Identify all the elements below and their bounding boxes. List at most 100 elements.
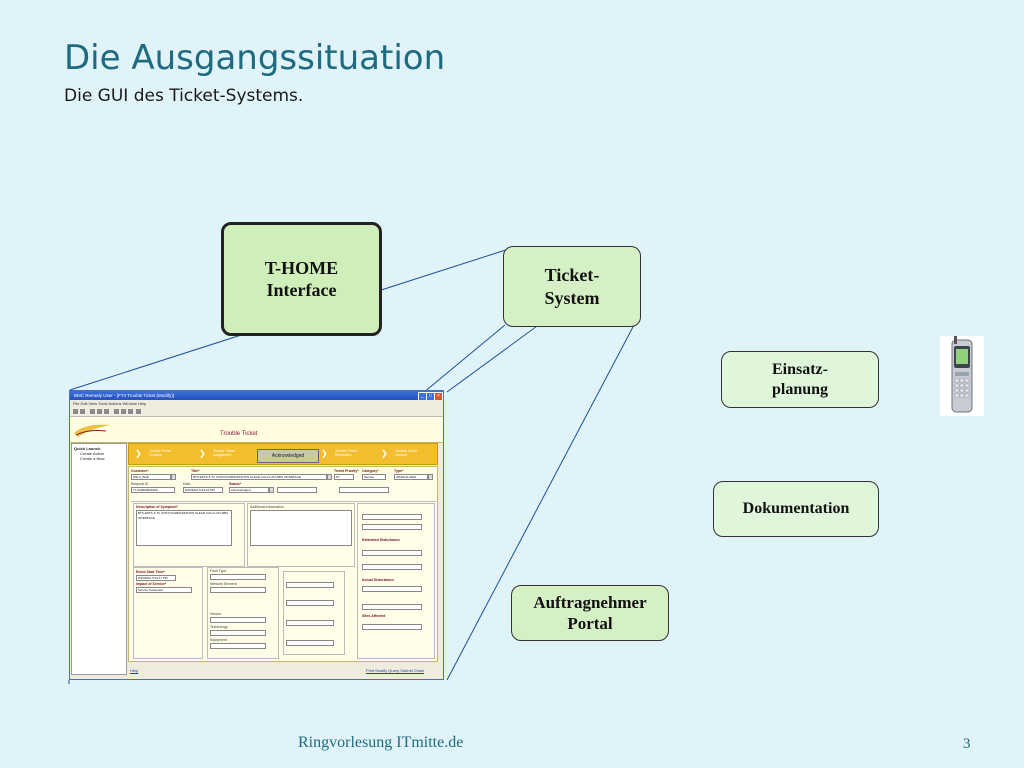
- connector-ticket-left: [422, 324, 506, 394]
- chevron-down-icon[interactable]: [171, 474, 176, 480]
- estimated-disturbance-label: Estimated Disturbance: [362, 538, 400, 542]
- chevron-down-icon[interactable]: [269, 487, 274, 493]
- mobile-phone-icon: [940, 336, 984, 416]
- chevron-right-icon: ❯: [199, 449, 206, 458]
- priority-field[interactable]: P1: [334, 474, 354, 480]
- title-field[interactable]: BTS ERTS & TC UNSYNCHRONIZATION CLEAR CA…: [191, 474, 327, 480]
- event-start-field[interactable]: 8/10/2010 5:22:17 PM: [136, 575, 176, 581]
- fault-type-field[interactable]: [210, 574, 266, 580]
- chevron-right-icon: ❯: [321, 449, 328, 458]
- chevron-down-icon[interactable]: [428, 474, 433, 480]
- stage-resolution[interactable]: Trouble Ticket Resolution: [335, 449, 357, 457]
- actual-disturbance-label: Actual Disturbance: [362, 578, 394, 582]
- event-panel: Event Start Time* 8/10/2010 5:22:17 PM I…: [133, 567, 203, 659]
- ticket-form: Customer* DSLA_BHR Title* BTS ERTS & TC …: [128, 466, 438, 662]
- disturbance-panel: Estimated Disturbance Actual Disturbance…: [357, 503, 435, 659]
- description-field[interactable]: BTS ERTS & TC UNSYNCHRONIZATION CLEAR CA…: [136, 510, 232, 546]
- event-start-label: Event Start Time*: [136, 570, 165, 574]
- quick-launch-title: Quick Launch: [74, 446, 101, 451]
- vendor-tt-field[interactable]: [286, 582, 334, 588]
- einsatz-label-2: planung: [771, 380, 829, 398]
- current-status-button[interactable]: Acknowledged: [257, 449, 319, 463]
- status-label: Status*: [229, 482, 242, 486]
- reason-pending-field[interactable]: [362, 514, 422, 520]
- customer-label: Customer*: [131, 469, 149, 473]
- stage-creation[interactable]: Trouble Ticket Creation: [149, 449, 171, 457]
- ticket-label-2: System: [544, 287, 600, 308]
- stage-assignment[interactable]: Trouble Ticket Assignment: [213, 449, 235, 457]
- portal-label-1: Auftragnehmer: [533, 592, 647, 612]
- total-sites-affected-field[interactable]: [362, 624, 422, 630]
- priority-label: Ticket Priority*: [334, 469, 359, 473]
- save-icon[interactable]: [90, 409, 95, 414]
- actual-end-time-field[interactable]: [362, 604, 422, 610]
- network-element-field[interactable]: [210, 587, 266, 593]
- detailed-area-field[interactable]: [362, 550, 422, 556]
- company-logo: [74, 424, 110, 437]
- type-label: Type*: [394, 469, 404, 473]
- new-icon[interactable]: [73, 409, 78, 414]
- status-field[interactable]: Acknowledged: [229, 487, 269, 493]
- re3-number-field[interactable]: [286, 640, 334, 646]
- technology-label: Technology: [210, 625, 228, 629]
- form-header: Trouble Ticket: [70, 417, 443, 443]
- re2-number-field[interactable]: [286, 620, 334, 626]
- technology-field[interactable]: [210, 630, 266, 636]
- slide-footer: Ringvorlesung ITmitte.de: [298, 734, 464, 751]
- description-panel: Description of Symptom* BTS ERTS & TC UN…: [133, 503, 245, 567]
- form-actions[interactable]: Print Modify Query Submit Close: [366, 668, 425, 673]
- date-field[interactable]: 8/10/2010 5:29:16 PM: [183, 487, 223, 493]
- additional-info-label: Additional Information: [250, 505, 284, 509]
- chevron-right-icon: ❯: [381, 449, 388, 458]
- detailed-services-field[interactable]: [362, 564, 422, 570]
- connector-ticket-bottom: [446, 324, 635, 681]
- einsatzplanung-box: Einsatz-planung: [721, 351, 879, 408]
- site-id-field[interactable]: [277, 487, 317, 493]
- search-icon[interactable]: [121, 409, 126, 414]
- help-link[interactable]: Help: [130, 668, 139, 673]
- refresh-icon[interactable]: [128, 409, 133, 414]
- stage-closure[interactable]: Trouble Ticket Closure: [395, 449, 417, 457]
- additional-info-field[interactable]: [250, 510, 352, 546]
- on-hold-end-date-field[interactable]: [362, 524, 422, 530]
- form-tabs[interactable]: [131, 496, 436, 502]
- request-id-field[interactable]: TT-000000000106: [131, 487, 175, 493]
- edit-icon[interactable]: [97, 409, 102, 414]
- actual-cause-field[interactable]: [362, 586, 422, 592]
- ticket-status-bar: ❯ Trouble Ticket Creation ❯ Trouble Tick…: [128, 443, 438, 465]
- window-titlebar: BMC Remedy User - [FT4 Trouble Ticket (M…: [70, 391, 443, 400]
- quick-launch-sidebar: Quick Launch Create Action Create a New: [71, 443, 127, 675]
- customer-field[interactable]: DSLA_BHR: [131, 474, 171, 480]
- portal-label-2: Portal: [567, 614, 613, 633]
- dokumentation-box: Dokumentation: [713, 481, 879, 537]
- vendor-field[interactable]: [210, 617, 266, 623]
- doku-label: Dokumentation: [742, 500, 850, 517]
- open-icon[interactable]: [80, 409, 85, 414]
- type-field[interactable]: INFRA ALARM: [394, 474, 428, 480]
- description-label: Description of Symptom*: [136, 505, 178, 509]
- ticket-system-box: Ticket-System: [503, 246, 641, 327]
- impact-field[interactable]: Service Suspected: [136, 587, 192, 593]
- vendor-label: Vendor: [210, 612, 222, 616]
- slide-title: Die Ausgangssituation: [64, 38, 446, 78]
- window-menubar[interactable]: File Edit View Tools Actions Window Help: [70, 400, 443, 407]
- ticket-system-gui-window: BMC Remedy User - [FT4 Trouble Ticket (M…: [69, 390, 444, 680]
- slide-subtitle: Die GUI des Ticket-Systems.: [64, 86, 304, 106]
- undo-icon[interactable]: [104, 409, 109, 414]
- vendor-tt-panel: [283, 571, 345, 655]
- chevron-down-icon[interactable]: [327, 474, 332, 480]
- re1-number-field[interactable]: [286, 600, 334, 606]
- equipment-field[interactable]: [210, 643, 266, 649]
- print-icon[interactable]: [114, 409, 119, 414]
- site-name-field[interactable]: [339, 487, 389, 493]
- fault-type-label: Fault Type: [210, 569, 227, 573]
- date-label: Date: [183, 482, 191, 486]
- sidebar-item-create-new[interactable]: Create a New: [80, 456, 105, 461]
- help-icon[interactable]: [136, 409, 141, 414]
- thome-label-2: Interface: [266, 280, 337, 300]
- thome-label-1: T-HOME: [264, 257, 339, 278]
- category-field[interactable]: Service: [362, 474, 386, 480]
- sidebar-item-create-action[interactable]: Create Action: [80, 451, 105, 456]
